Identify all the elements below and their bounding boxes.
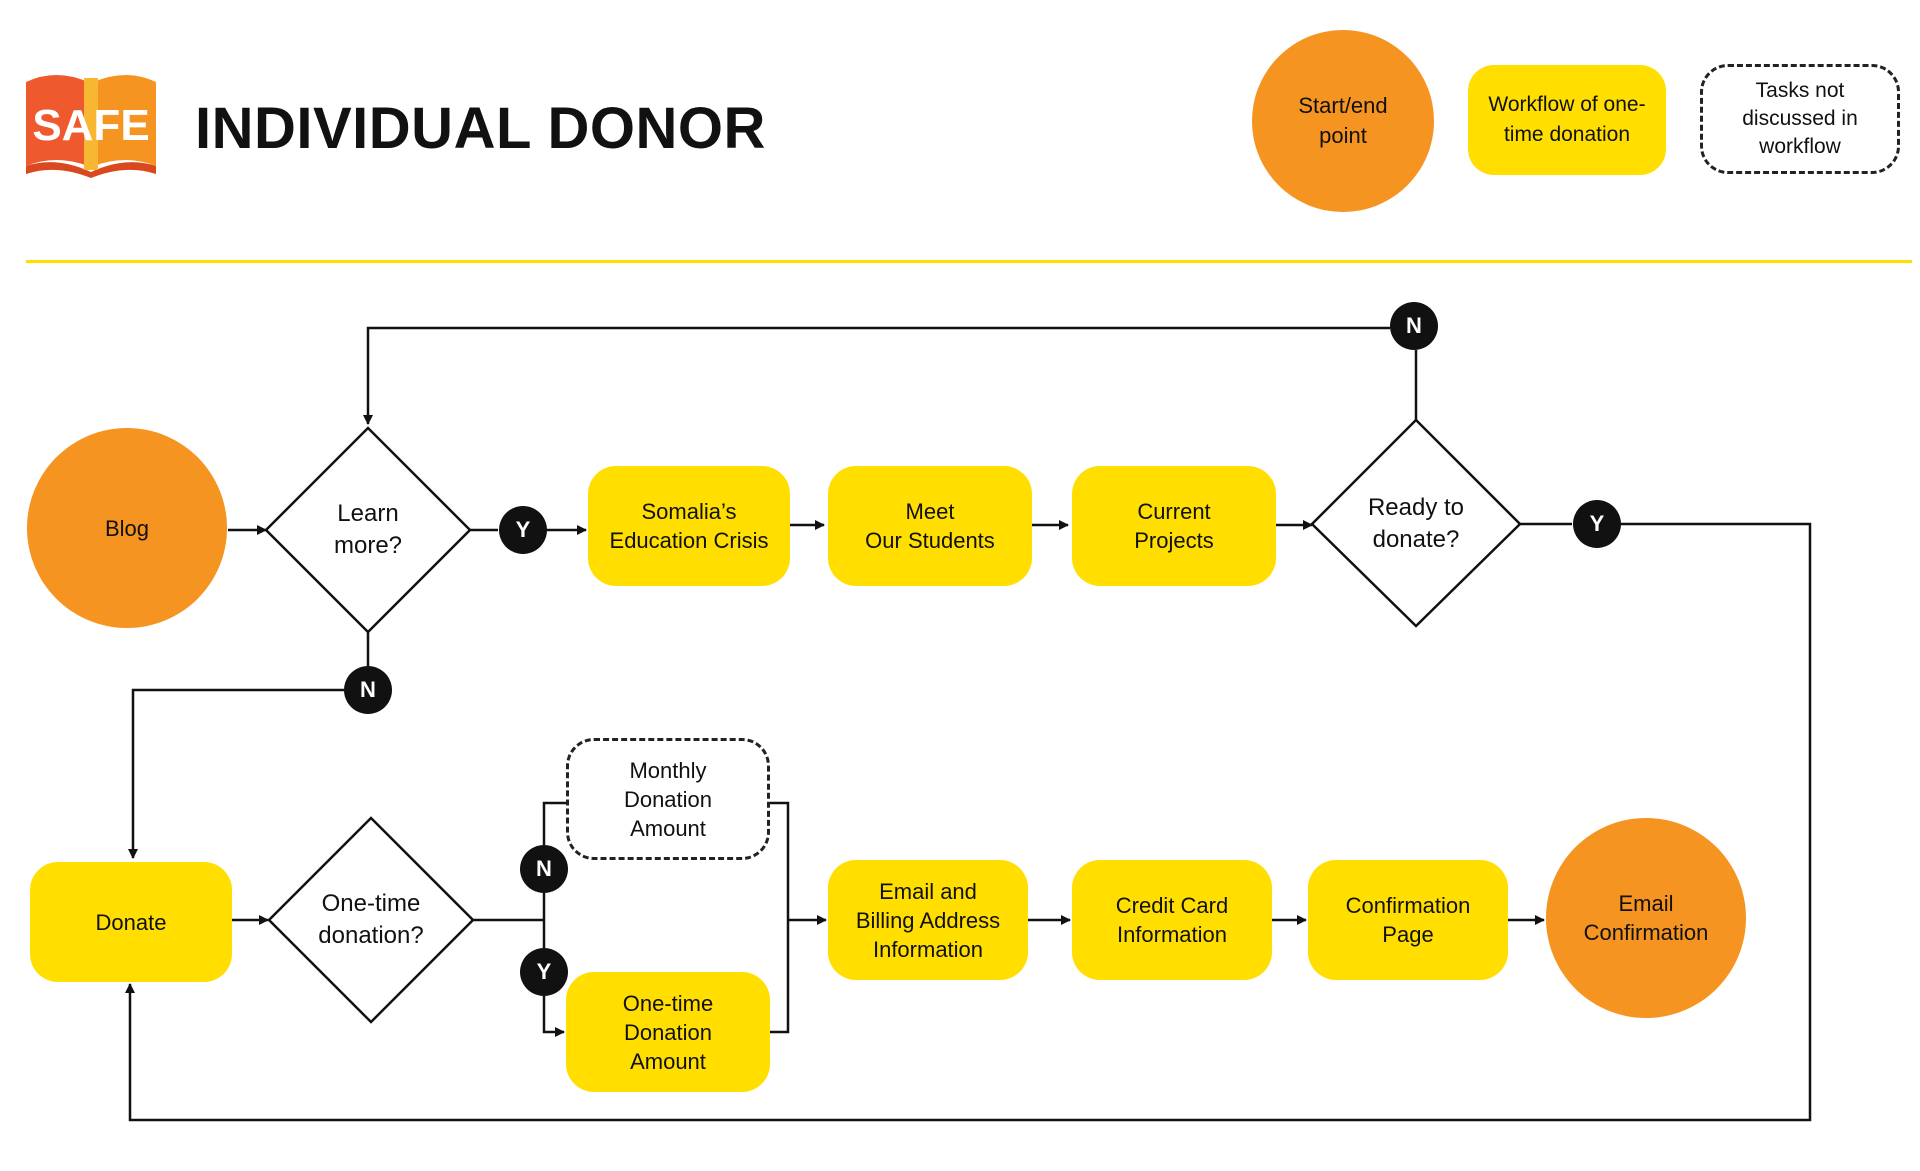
legend-start-end-label: Start/end point xyxy=(1298,93,1388,148)
node-confirmation-label: Confirmation Page xyxy=(1345,893,1471,947)
node-projects-label: Current Projects xyxy=(1134,499,1214,553)
logo-text: SAFE xyxy=(32,101,149,150)
node-one-time-amount-label: One-time Donation Amount xyxy=(622,990,714,1074)
node-credit-card: Credit Card Information xyxy=(1072,860,1272,980)
node-meet-our-students: Meet Our Students xyxy=(828,466,1032,586)
badge-yes-learn: Y xyxy=(499,506,547,554)
ready-to-donate-label: Ready to donate? xyxy=(1367,494,1465,553)
node-blog-label: Blog xyxy=(104,515,150,541)
legend-workflow: Workflow of one- time donation xyxy=(1468,65,1666,175)
decision-ready-to-donate xyxy=(1310,418,1522,628)
node-email-confirmation: Email Confirmation xyxy=(1546,818,1746,1018)
node-meet-label: Meet Our Students xyxy=(865,499,995,553)
node-email-confirmation-label: Email Confirmation xyxy=(1583,891,1709,945)
header-divider xyxy=(26,260,1912,263)
legend-start-end: Start/end point xyxy=(1252,30,1434,212)
edge-y-onetime-amount xyxy=(542,996,565,1037)
learn-more-label: Learn more? xyxy=(333,500,403,559)
page-title: INDIVIDUAL DONOR xyxy=(195,96,766,161)
node-credit-card-label: Credit Card Information xyxy=(1115,893,1229,947)
node-current-projects: Current Projects xyxy=(1072,466,1276,586)
safe-logo: SAFE xyxy=(26,70,156,178)
one-time-donation-label: One-time donation? xyxy=(318,890,424,949)
edge-n-learn xyxy=(363,326,1390,425)
node-confirmation-page: Confirmation Page xyxy=(1308,860,1508,980)
edge-n-monthly xyxy=(542,801,566,845)
badge-no-monthly: N xyxy=(520,845,568,893)
badge-yes-ready: Y xyxy=(1573,500,1621,548)
node-donate-label: Donate xyxy=(95,909,167,935)
decision-one-time xyxy=(267,816,475,1024)
legend-not-discussed-label: Tasks not discussed in workflow xyxy=(1742,79,1858,158)
node-email-billing: Email and Billing Address Information xyxy=(828,860,1028,980)
edge-y-donate xyxy=(125,522,1812,1122)
decision-learn-more xyxy=(264,426,472,634)
legend-not-discussed: Tasks not discussed in workflow xyxy=(1700,64,1900,174)
node-monthly-donation-amount: Monthly Donation Amount xyxy=(566,738,770,860)
legend-workflow-label: Workflow of one- time donation xyxy=(1488,93,1646,146)
node-somalia-label: Somalia’s Education Crisis xyxy=(609,499,769,553)
node-one-time-donation-amount: One-time Donation Amount xyxy=(566,972,770,1092)
edge-n-donate xyxy=(128,688,344,859)
node-blog: Blog xyxy=(27,428,227,628)
node-monthly-label: Monthly Donation Amount xyxy=(623,757,713,841)
badge-no-learn: N xyxy=(344,666,392,714)
node-donate: Donate xyxy=(30,862,232,982)
badge-no-ready: N xyxy=(1390,302,1438,350)
edge-merge xyxy=(770,801,790,1034)
node-email-billing-label: Email and Billing Address Information xyxy=(855,878,1001,962)
badge-yes-one-time: Y xyxy=(520,948,568,996)
node-somalia-education-crisis: Somalia’s Education Crisis xyxy=(588,466,790,586)
